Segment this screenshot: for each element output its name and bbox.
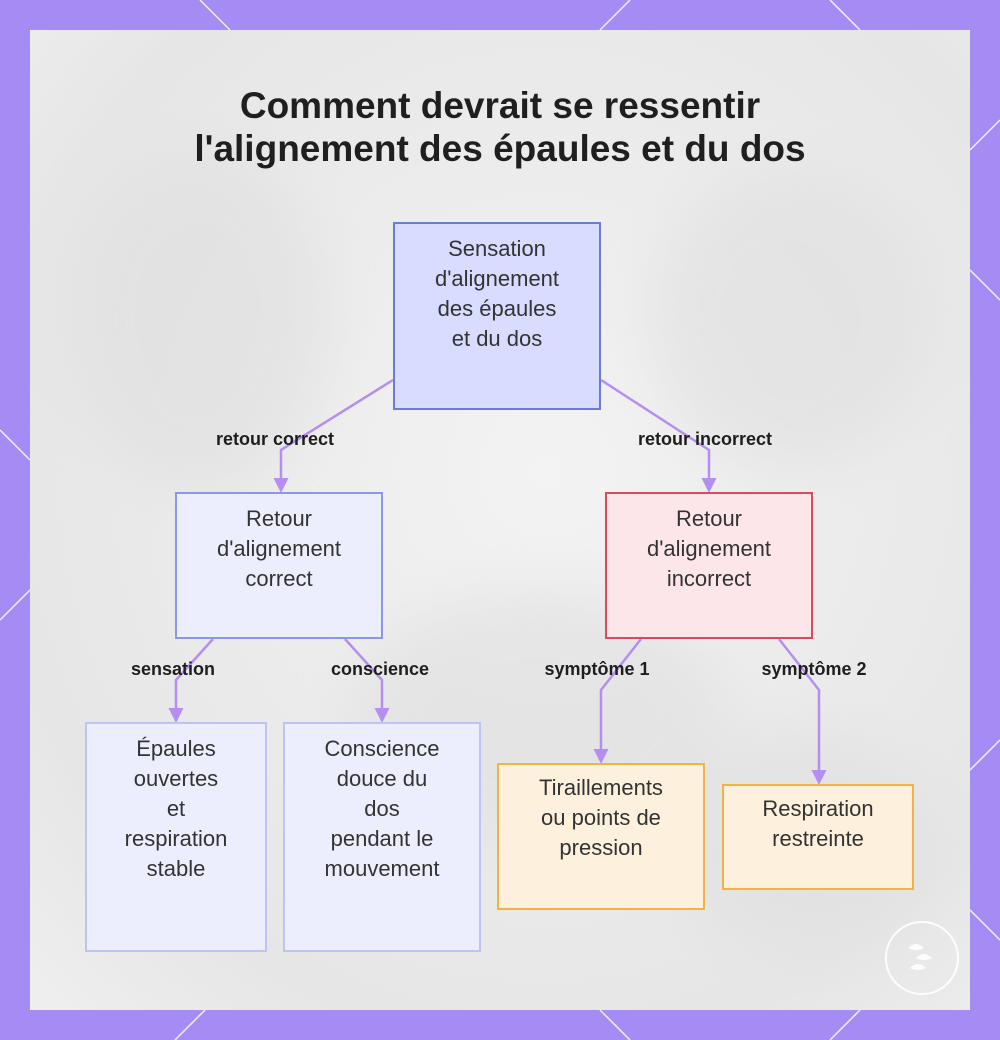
node-conscience-dos: Conscience douce du dos pendant le mouve… <box>283 722 481 952</box>
edge-correct-conscience <box>344 638 390 723</box>
edge-label-retour-correct: retour correct <box>215 429 335 449</box>
title-line-2: l'alignement des épaules et du dos <box>194 128 806 169</box>
node-tiraillements: Tiraillements ou points de pression <box>497 763 705 910</box>
title-line-1: Comment devrait se ressentir <box>239 85 761 126</box>
edge-label-symptome-2: symptôme 2 <box>761 659 867 679</box>
page-title: Comment devrait se ressentir l'alignemen… <box>0 84 1000 170</box>
edge-label-retour-incorrect: retour incorrect <box>637 429 773 449</box>
node-respiration-restreinte: Respiration restreinte <box>722 784 914 890</box>
node-retour-correct: Retour d'alignement correct <box>175 492 383 639</box>
node-sensation-alignement: Sensation d'alignement des épaules et du… <box>393 222 601 410</box>
edge-label-symptome-1: symptôme 1 <box>544 659 650 679</box>
edge-label-conscience: conscience <box>330 659 430 679</box>
edge-incorrect-tiraillements <box>593 638 642 764</box>
node-retour-incorrect: Retour d'alignement incorrect <box>605 492 813 639</box>
edge-root-incorrect <box>600 378 717 493</box>
node-epaules-ouvertes: Épaules ouvertes et respiration stable <box>85 722 267 952</box>
edge-label-sensation: sensation <box>130 659 216 679</box>
edge-correct-epaules <box>168 638 214 723</box>
watermark-logo-icon <box>885 921 959 995</box>
edge-incorrect-respiration <box>778 638 827 785</box>
edge-root-correct <box>273 378 394 493</box>
